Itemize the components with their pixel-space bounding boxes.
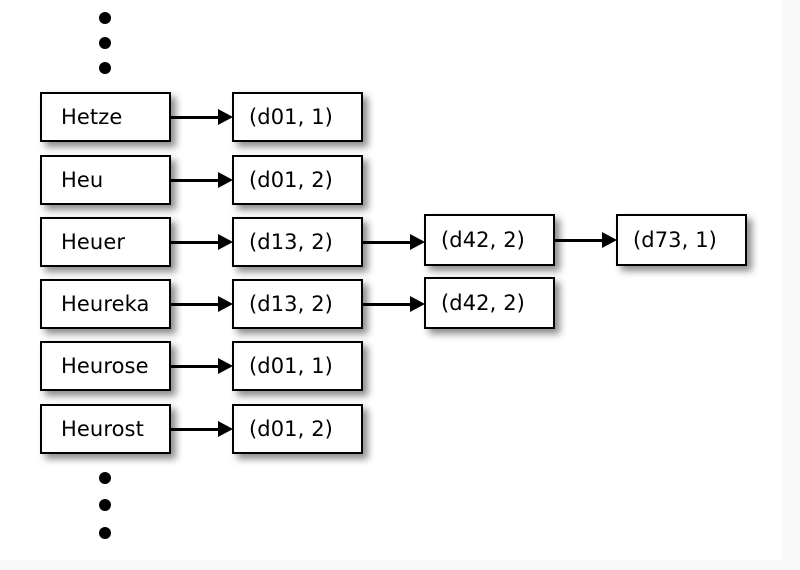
pointer-arrow bbox=[171, 296, 233, 312]
ellipsis-dot bbox=[99, 62, 111, 74]
ellipsis-dot bbox=[99, 527, 111, 539]
posting-node-heuer-1[interactable]: (d42, 2) bbox=[424, 214, 555, 266]
pointer-arrow bbox=[171, 172, 233, 188]
pointer-arrow bbox=[171, 358, 233, 374]
pointer-arrow bbox=[171, 109, 233, 125]
posting-node-heuer-2[interactable]: (d73, 1) bbox=[616, 214, 747, 266]
pointer-arrow bbox=[363, 296, 425, 312]
ellipsis-dot bbox=[99, 37, 111, 49]
page-edge-right bbox=[782, 0, 800, 570]
term-node-heurose[interactable]: Heurose bbox=[40, 341, 171, 391]
ellipsis-dot bbox=[99, 499, 111, 511]
pointer-arrow bbox=[171, 234, 233, 250]
pointer-arrow bbox=[555, 232, 617, 248]
posting-node-heuer-0[interactable]: (d13, 2) bbox=[232, 217, 363, 267]
term-node-hetze[interactable]: Hetze bbox=[40, 92, 171, 142]
page-edge-bottom bbox=[0, 560, 800, 570]
posting-node-hetze-0[interactable]: (d01, 1) bbox=[232, 92, 363, 142]
pointer-arrow bbox=[171, 421, 233, 437]
ellipsis-dot bbox=[99, 472, 111, 484]
posting-node-heurost-0[interactable]: (d01, 2) bbox=[232, 404, 363, 454]
posting-node-heureka-1[interactable]: (d42, 2) bbox=[424, 277, 555, 329]
posting-node-heureka-0[interactable]: (d13, 2) bbox=[232, 279, 363, 329]
term-node-heuer[interactable]: Heuer bbox=[40, 217, 171, 267]
posting-node-heurose-0[interactable]: (d01, 1) bbox=[232, 341, 363, 391]
pointer-arrow bbox=[363, 234, 425, 250]
term-node-heu[interactable]: Heu bbox=[40, 155, 171, 205]
term-node-heureka[interactable]: Heureka bbox=[40, 279, 171, 329]
ellipsis-dot bbox=[99, 12, 111, 24]
posting-node-heu-0[interactable]: (d01, 2) bbox=[232, 155, 363, 205]
term-node-heurost[interactable]: Heurost bbox=[40, 404, 171, 454]
